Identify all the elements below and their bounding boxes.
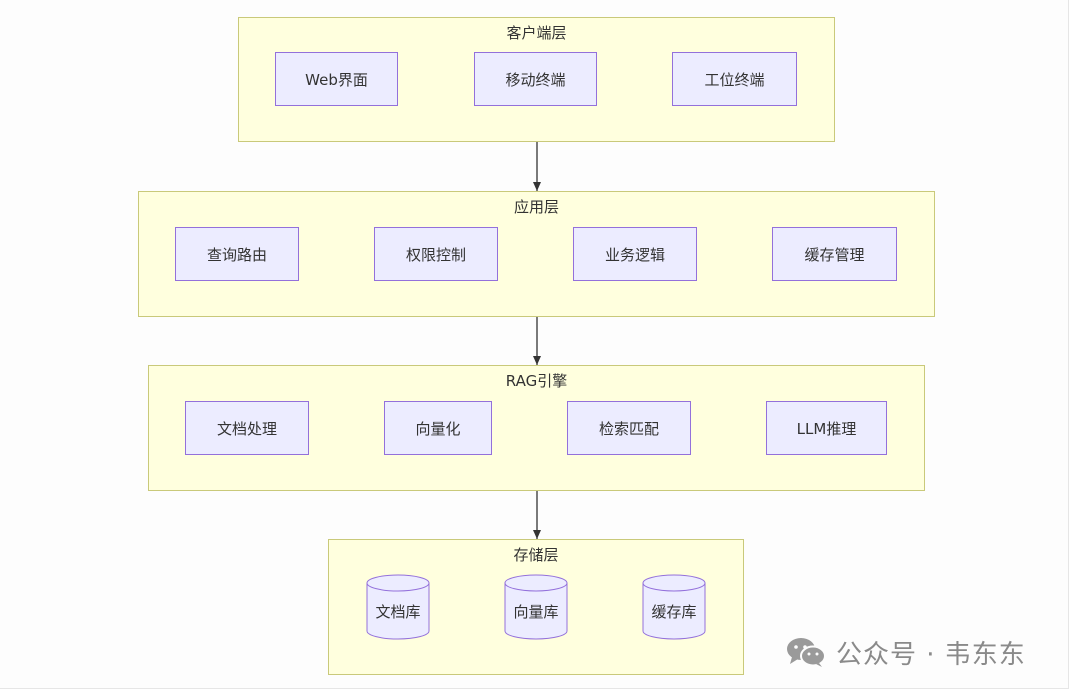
node-workstation-terminal: 工位终端 <box>672 52 797 106</box>
node-llm-inference: LLM推理 <box>766 401 887 455</box>
node-label: 文档库 <box>375 602 421 621</box>
cylinder-icon <box>504 574 568 640</box>
watermark: 公众号 · 韦东东 <box>786 632 1026 672</box>
layer-title: 应用层 <box>513 198 559 216</box>
watermark-text: 公众号 · 韦东东 <box>836 639 1026 670</box>
layer-title: 客户端层 <box>506 24 567 42</box>
node-cache-management: 缓存管理 <box>772 227 897 281</box>
node-label: 向量库 <box>513 602 559 621</box>
wechat-icon <box>787 638 826 667</box>
node-query-routing: 查询路由 <box>175 227 299 281</box>
node-label: 缓存库 <box>651 602 697 621</box>
node-mobile-terminal: 移动终端 <box>474 52 597 106</box>
cylinder-icon <box>642 574 706 640</box>
node-cache-db: 缓存库 <box>642 574 706 640</box>
node-business-logic: 业务逻辑 <box>573 227 697 281</box>
cylinder-icon <box>366 574 430 640</box>
node-document-db: 文档库 <box>366 574 430 640</box>
node-vectorization: 向量化 <box>384 401 492 455</box>
node-web-ui: Web界面 <box>275 52 398 106</box>
node-vector-db: 向量库 <box>504 574 568 640</box>
node-document-processing: 文档处理 <box>185 401 309 455</box>
node-permission-control: 权限控制 <box>374 227 498 281</box>
layer-title: RAG引擎 <box>505 372 568 390</box>
node-retrieval-matching: 检索匹配 <box>567 401 691 455</box>
layer-title: 存储层 <box>513 546 559 564</box>
